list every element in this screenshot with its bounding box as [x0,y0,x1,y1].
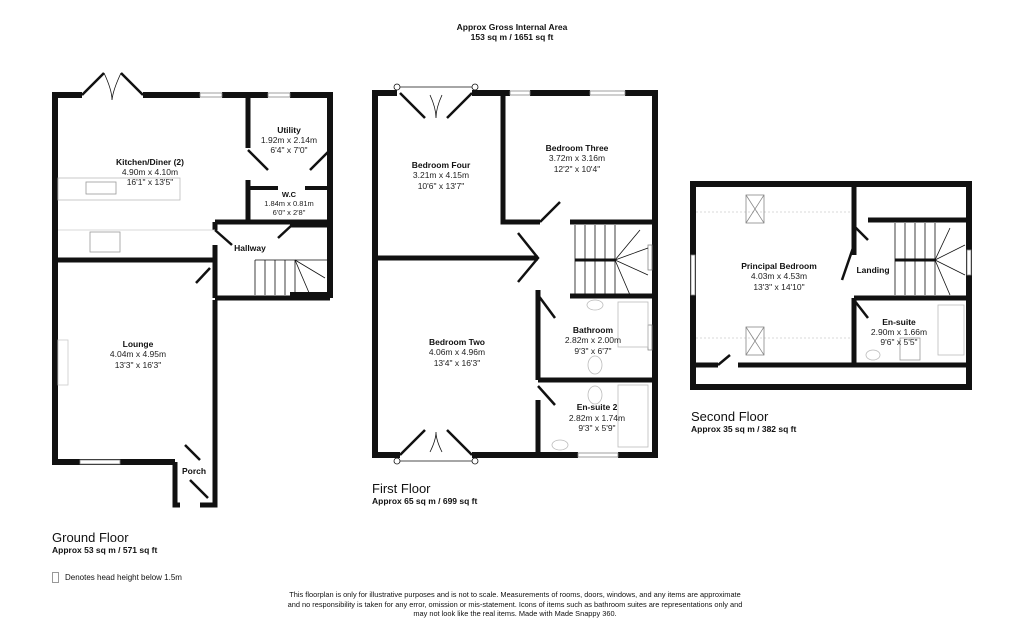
disclaimer-line-3: may not look like the real items. Made w… [413,609,617,618]
room-name-principal-bedroom: Principal Bedroom [741,261,817,271]
room-imperial-kitchen: 16'1" x 13'5" [127,177,174,187]
room-metric-bedroom-two: 4.06m x 4.96m [429,347,485,357]
room-name-landing: Landing [856,265,889,275]
room-metric-kitchen: 4.90m x 4.10m [122,167,178,177]
second-floor-plan [690,181,972,390]
room-imperial-lounge: 13'3" x 16'3" [115,360,162,370]
first-floor-area: Approx 65 sq m / 699 sq ft [372,496,478,506]
room-name-porch: Porch [182,466,206,476]
room-imperial-utility: 6'4" x 7'0" [270,145,307,155]
first-floor-plan [372,83,658,465]
first-floor-title: First Floor [372,481,431,496]
room-name-ensuite: En-suite [882,317,916,327]
room-name-bedroom-four: Bedroom Four [412,160,471,170]
second-floor-caption: Second Floor Approx 35 sq m / 382 sq ft [691,409,796,435]
room-metric-lounge: 4.04m x 4.95m [110,349,166,359]
room-metric-principal-bedroom: 4.03m x 4.53m [751,271,807,281]
room-metric-bathroom: 2.82m x 2.00m [565,335,621,345]
second-floor-area: Approx 35 sq m / 382 sq ft [691,424,797,434]
room-name-ensuite-2: En-suite 2 [577,402,618,412]
gross-area-header: Approx Gross Internal Area 153 sq m / 16… [0,22,1024,42]
first-floor-labels: Bedroom Four 3.21m x 4.15m 10'6" x 13'7"… [412,143,625,433]
disclaimer-line-1: This floorplan is only for illustrative … [289,590,741,599]
room-name-utility: Utility [277,125,301,135]
legend: Denotes head height below 1.5m [52,572,182,583]
room-metric-ensuite: 2.90m x 1.66m [871,327,927,337]
room-metric-bedroom-three: 3.72m x 3.16m [549,153,605,163]
room-imperial-ensuite-2: 9'3" x 5'9" [578,423,615,433]
room-name-hallway: Hallway [234,243,266,253]
ground-floor-caption: Ground Floor Approx 53 sq m / 571 sq ft [52,530,157,556]
head-height-legend-icon [52,572,59,583]
second-floor-title: Second Floor [691,409,769,424]
room-imperial-bedroom-two: 13'4" x 16'3" [434,358,481,368]
ground-floor-area: Approx 53 sq m / 571 sq ft [52,545,158,555]
gross-area-total: 153 sq m / 1651 sq ft [470,32,554,42]
gross-area-title: Approx Gross Internal Area [456,22,568,32]
second-floor-labels: Principal Bedroom 4.03m x 4.53m 13'3" x … [741,261,927,347]
room-name-bedroom-three: Bedroom Three [546,143,609,153]
room-metric-utility: 1.92m x 2.14m [261,135,317,145]
first-floor-caption: First Floor Approx 65 sq m / 699 sq ft [372,481,477,507]
room-imperial-principal-bedroom: 13'3" x 14'10" [753,282,804,292]
room-imperial-ensuite: 9'6" x 5'5" [880,337,917,347]
room-metric-wc: 1.84m x 0.81m [264,199,314,208]
disclaimer: This floorplan is only for illustrative … [260,590,770,619]
room-name-bedroom-two: Bedroom Two [429,337,485,347]
room-imperial-bathroom: 9'3" x 6'7" [574,346,611,356]
room-name-kitchen: Kitchen/Diner (2) [116,157,184,167]
ground-floor-plan [52,72,333,508]
legend-label: Denotes head height below 1.5m [65,573,182,582]
room-name-wc: W.C [282,190,297,199]
room-imperial-wc: 6'0" x 2'8" [273,208,306,217]
room-metric-ensuite-2: 2.82m x 1.74m [569,413,625,423]
ground-floor-labels: Kitchen/Diner (2) 4.90m x 4.10m 16'1" x … [110,125,317,476]
disclaimer-line-2: and no responsibility is taken for any e… [287,599,743,609]
room-imperial-bedroom-four: 10'6" x 13'7" [418,181,465,191]
ground-floor-title: Ground Floor [52,530,129,545]
room-metric-bedroom-four: 3.21m x 4.15m [413,170,469,180]
room-imperial-bedroom-three: 12'2" x 10'4" [554,164,601,174]
room-name-bathroom: Bathroom [573,325,614,335]
room-name-lounge: Lounge [123,339,154,349]
